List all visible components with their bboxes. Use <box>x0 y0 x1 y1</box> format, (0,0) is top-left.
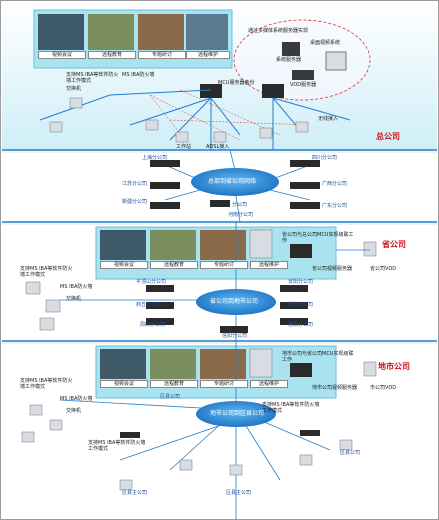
sys-server-icon <box>282 42 300 56</box>
city-cloud <box>196 401 276 427</box>
hq-photo-video <box>38 14 84 50</box>
hq-photo-caption-maintenance: 远程维护 <box>186 51 230 59</box>
hq-branch-unnamed: 分公司 <box>232 202 248 208</box>
mcu-rack-right <box>262 84 284 98</box>
hq-firewall-label: MS IBA防火墙 <box>122 72 155 78</box>
hq-photo-education <box>88 14 134 50</box>
hq-photo-caption-video: 视频会议 <box>38 51 86 59</box>
city-switch-label: 交换机 <box>66 408 82 414</box>
province-firewall-label: MS IBA防火墙 <box>60 284 93 290</box>
hq-firewall-note: 支持MS IBA等软件防火墙工作模式 <box>66 72 119 84</box>
province-branch-pingdingshan: 平顶山分公司 <box>136 279 167 285</box>
mcu-rack-left <box>200 84 222 98</box>
hq-switch-label: 交换机 <box>66 86 82 92</box>
vod-server-icon <box>292 70 314 80</box>
province-vod-label: 省公司视频服务器 <box>312 266 353 272</box>
province-cloud <box>196 289 276 315</box>
city-branch-1: 区县公司 <box>160 394 181 400</box>
city-firewall-note-3: 支持MS IBA等软件防火墙工作模式 <box>88 440 146 452</box>
hq-branch-henan: 河南分公司 <box>228 212 254 218</box>
city-firewall-note-2: 支持MS IBA等软件防火墙工作模式 <box>262 402 320 414</box>
city-branch-3: 区县主公司 <box>122 490 148 496</box>
hq-workstation-label: 工作站 <box>176 144 192 150</box>
city-firewall-label: MS IBA防火墙 <box>60 396 93 402</box>
province-branch-jiaozuo: 焦作分公司 <box>288 302 314 308</box>
hq-cloud-label: 总部到省公司网络 <box>208 178 257 185</box>
hq-desktop-label: 桌面视频系统 <box>310 40 341 46</box>
hq-vod-label: VOD服务器 <box>290 82 317 88</box>
hq-photo-seminar <box>138 14 184 50</box>
hq-top-note: 通过多媒体系统服务器实现 <box>248 28 309 34</box>
province-firewall-note: 支持MS IBA等软件防火墙工作模式 <box>20 266 73 278</box>
hq-branch-sichuan: 四川分公司 <box>312 155 338 161</box>
city-branch-4: 区县主公司 <box>226 490 252 496</box>
desktop-video-icon <box>325 51 347 71</box>
hq-wireless-label: 无线接入 <box>318 116 339 122</box>
province-vod2-label: 省公司VOD <box>370 266 397 272</box>
hq-photo-caption-education: 远程教育 <box>88 51 136 59</box>
hq-branch-xinjiang: 新疆分公司 <box>122 199 148 205</box>
province-photo-caption-maintenance: 远程维护 <box>250 261 288 269</box>
city-mcu-note: 地市公司与省公司MCU实现级联工作 <box>282 351 354 363</box>
province-branch-anyang: 安阳分公司 <box>288 279 314 285</box>
province-mcu-note: 省公司与总公司MCU实现级联工作 <box>282 232 354 244</box>
hq-branch-shanghai: 上海分公司 <box>142 155 168 161</box>
hq-sys-server-label: 系统服务器 <box>276 57 302 63</box>
city-vod2-label: 市公司VOD <box>370 385 397 391</box>
city-photo-caption-video: 视频会议 <box>100 380 148 388</box>
province-photo-caption-education: 远程教育 <box>150 261 198 269</box>
hq-adsl-label: ADSL接入 <box>206 144 230 150</box>
province-branch-zhoukou: 周口分公司 <box>140 322 166 328</box>
city-photo-caption-seminar: 专题研讨 <box>200 380 248 388</box>
hq-branch-guangdong: 广东分公司 <box>322 203 348 209</box>
province-branch-luoyang: 洛阳分公司 <box>288 322 314 328</box>
province-branch-shangqiu: 商丘分公司 <box>136 302 162 308</box>
city-firewall-note: 支持MS IBA等软件防火墙工作模式 <box>20 378 73 390</box>
city-cloud-label: 地市公司到区县公司 <box>210 410 265 417</box>
city-section-title: 地市公司 <box>378 362 410 371</box>
province-branch-xinyang: 信阳分公司 <box>222 333 248 339</box>
province-photo-caption-video: 视频会议 <box>100 261 148 269</box>
hq-mcu-label: MCU服务器备份 <box>218 80 255 86</box>
hq-branch-jiangsu: 江苏分公司 <box>122 181 148 187</box>
city-branch-2: 区县公司 <box>340 450 361 456</box>
hq-cloud <box>191 168 279 196</box>
hq-section-title: 总公司 <box>376 132 400 141</box>
province-photo-caption-seminar: 专题研讨 <box>200 261 248 269</box>
city-photo-caption-maintenance: 远程维护 <box>250 380 288 388</box>
city-vod-label: 地市公司视频服务器 <box>312 385 358 391</box>
province-switch-label: 交换机 <box>66 296 82 302</box>
hq-photo-maintenance <box>186 14 228 50</box>
hq-branch-guangxi: 广西分公司 <box>322 181 348 187</box>
province-section-title: 省公司 <box>382 240 406 249</box>
city-photo-caption-education: 远程教育 <box>150 380 198 388</box>
province-cloud-label: 省公司到地市公司 <box>210 298 259 305</box>
hq-server-ellipse <box>233 19 371 101</box>
hq-photo-caption-seminar: 专题研讨 <box>138 51 186 59</box>
